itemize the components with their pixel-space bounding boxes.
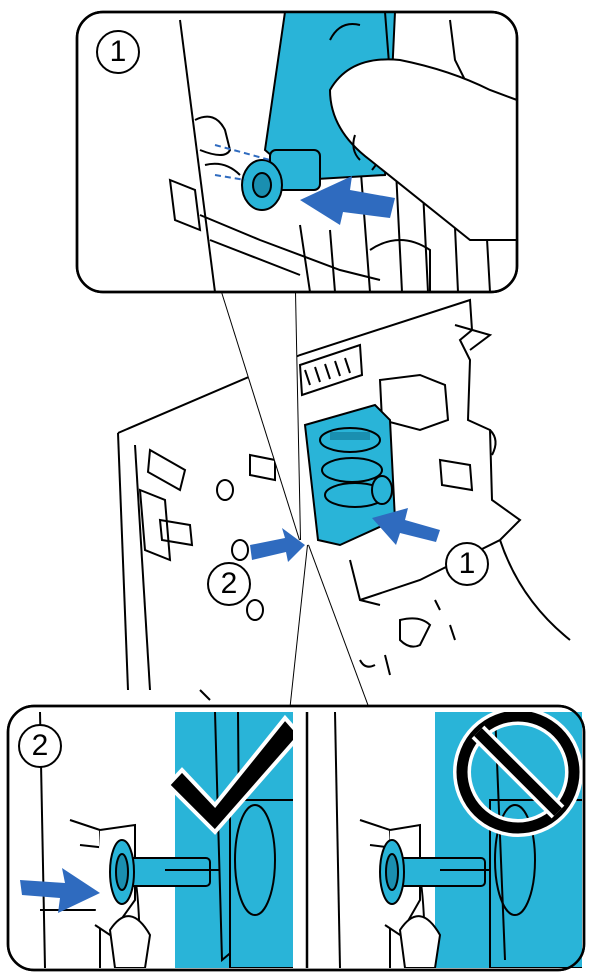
step-number-2-bottom: 2	[18, 724, 62, 768]
top-inset-panel	[77, 12, 517, 292]
step-number-1-middle: 1	[445, 542, 489, 586]
bottom-inset-panel	[8, 706, 585, 970]
arrow-right-icon	[250, 528, 305, 562]
step-number-1-top: 1	[96, 30, 140, 74]
callout-fill-bottom	[290, 545, 370, 712]
step-number-2-middle: 2	[207, 562, 251, 606]
